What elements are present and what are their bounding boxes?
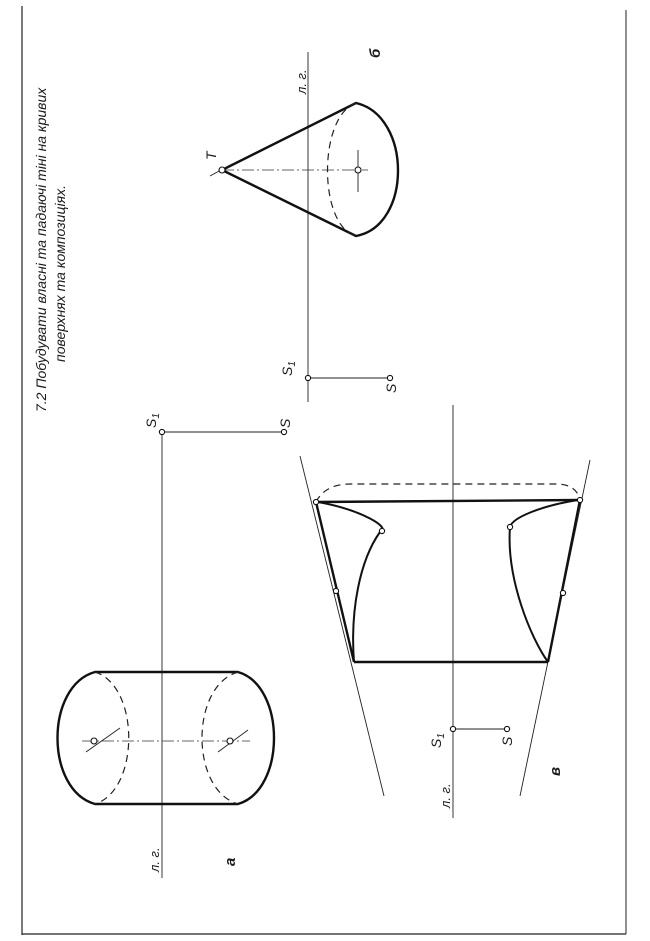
figure-v-s1-letter: S: [428, 738, 444, 748]
figure-v-surface: л. г. S1 S в: [299, 405, 591, 818]
figure-b-cone-outline: [220, 101, 400, 238]
task-title-line2: поверхнях та композиціях.: [52, 185, 68, 362]
figure-v-left-shadow-curve: [317, 501, 384, 663]
figure-v-hidden-top-edge: [315, 483, 581, 503]
figure-v-letter: в: [547, 767, 564, 776]
figure-a-point-s: [280, 428, 288, 436]
figure-v-horizon-label: л. г.: [438, 783, 453, 809]
figure-a-s1-sub: 1: [151, 413, 162, 419]
sheet-frame: [21, 6, 627, 935]
figure-v-point-5: [332, 587, 340, 595]
figure-v-point-1: [312, 498, 320, 506]
figure-a-s1-label: S1: [143, 413, 162, 428]
figure-a-hidden-edge-bottom: [201, 671, 239, 805]
figure-v-point-3: [378, 527, 386, 535]
figure-v-point-4: [506, 523, 514, 531]
figure-b-cone: л. г. S1 S T б: [203, 48, 400, 402]
figure-a-center-top: [90, 737, 98, 745]
figure-b-s1-sub: 1: [287, 361, 298, 367]
figure-a-cylinder-outline: [56, 670, 276, 806]
figure-b-point-s1: [304, 374, 312, 382]
figure-a-hidden-edge-top: [94, 671, 130, 805]
figure-v-point-6: [559, 589, 567, 597]
figure-b-s1-letter: S: [279, 366, 295, 376]
figure-a-center-bottom: [226, 737, 234, 745]
figure-v-left-generator: [314, 501, 356, 663]
figure-v-point-s1: [449, 725, 457, 733]
figure-b-base-center: [354, 166, 362, 174]
figure-v-right-shadow-curve: [508, 499, 579, 663]
figure-b-s-label: S: [383, 383, 399, 393]
figure-a-horizon-label: л. г.: [147, 847, 162, 873]
figure-a-ray-1: [85, 727, 121, 753]
figure-v-point-2: [576, 496, 584, 504]
figure-v-s1-sub: 1: [436, 733, 447, 739]
figure-v-right-generator: [546, 499, 582, 663]
figure-b-apex-point: [218, 166, 226, 174]
figure-v-s1-label: S1: [428, 733, 447, 748]
figure-a-cylinder: л. г. S1 S а: [56, 413, 293, 878]
figure-b-s1-label: S1: [279, 361, 298, 376]
figure-b-apex-label: T: [203, 150, 219, 160]
figure-b-base-hidden-edge: [326, 102, 357, 237]
figure-b-point-s: [386, 374, 394, 382]
figure-b-horizon-label: л. г.: [294, 69, 309, 95]
figure-b-letter: б: [367, 48, 384, 58]
figure-a-s-label: S: [277, 418, 293, 428]
figure-v-s-label: S: [499, 736, 515, 746]
task-title-line1: 7.2 Побудувати власні та падаючі тіні на…: [33, 87, 49, 412]
figure-a-s1-letter: S: [143, 418, 159, 428]
figure-a-point-s1: [158, 428, 166, 436]
figure-a-letter: а: [222, 858, 239, 866]
figure-v-point-s: [503, 725, 511, 733]
figure-v-top-edge: [315, 498, 581, 504]
figure-v-extension-left: [299, 455, 385, 797]
